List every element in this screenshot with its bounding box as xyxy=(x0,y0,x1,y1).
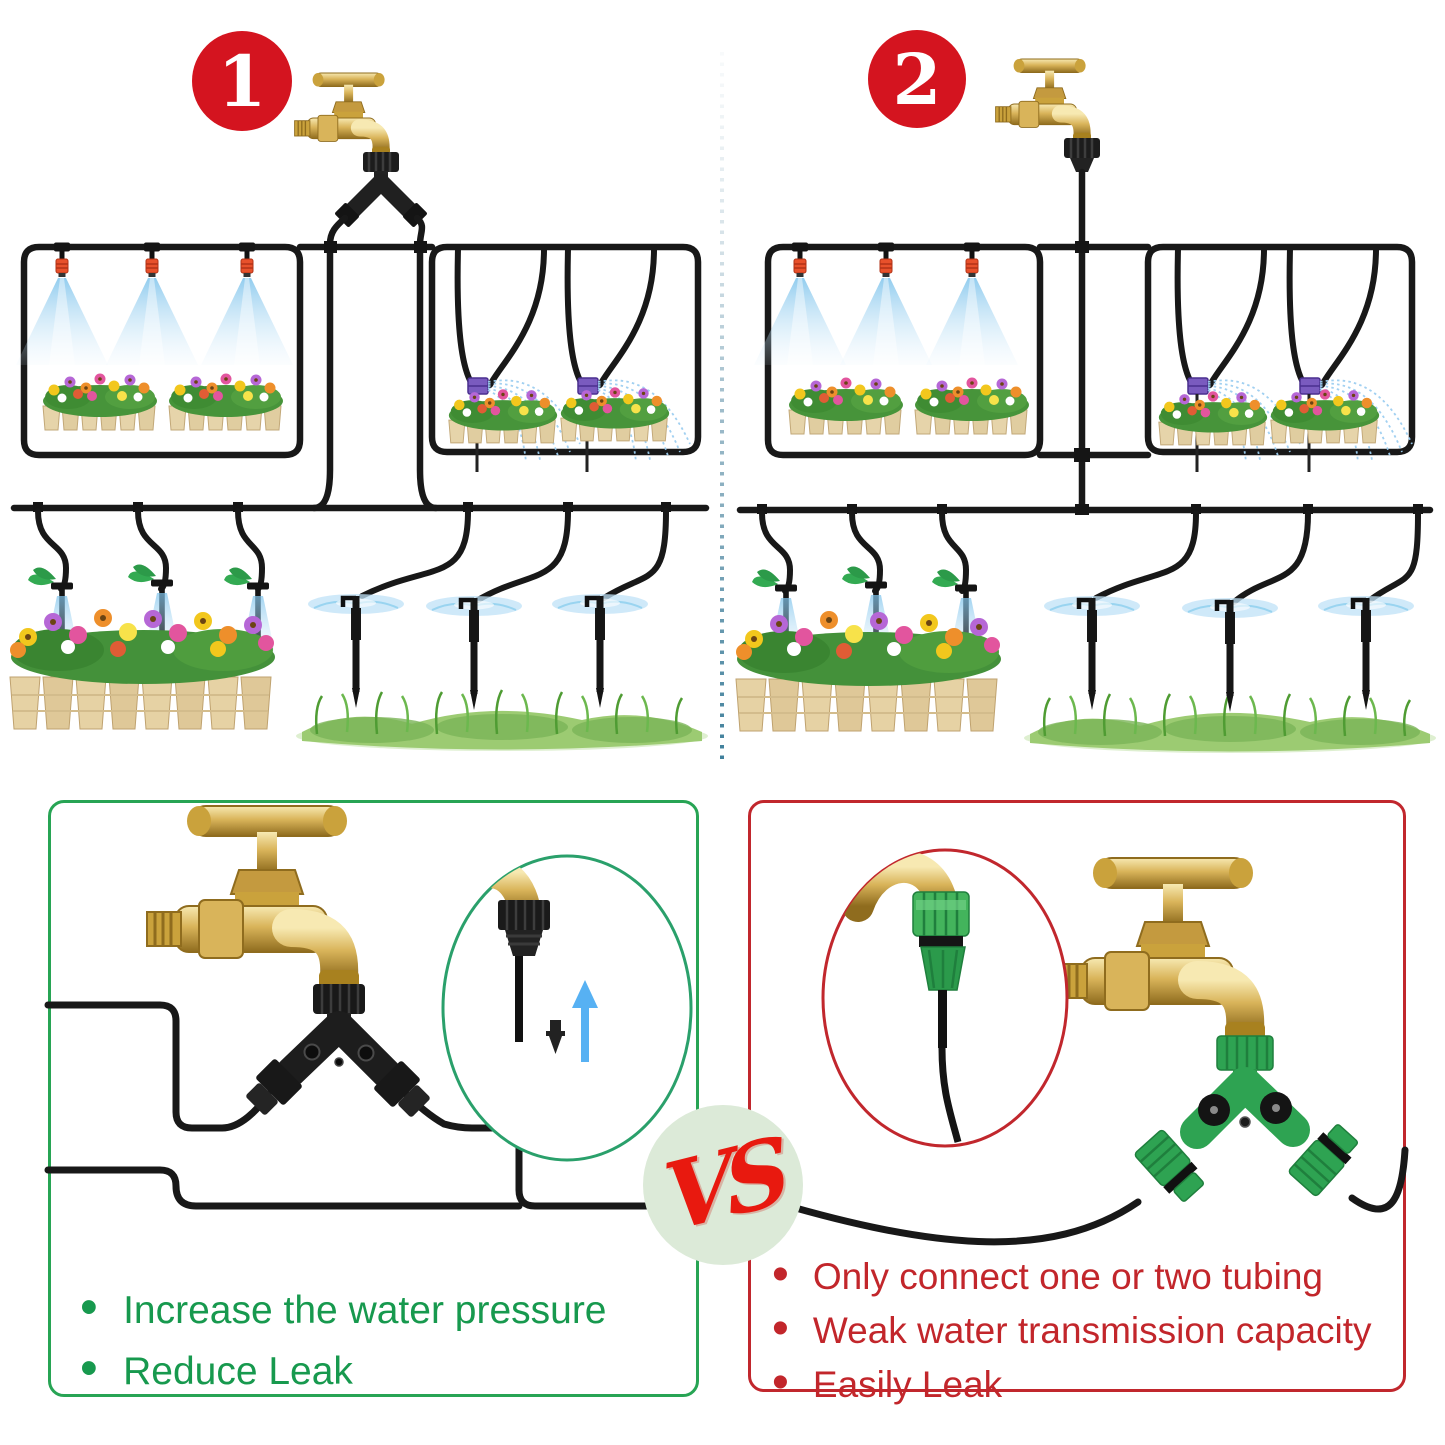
faucet-icon xyxy=(1053,858,1265,1042)
grass-stake-dripper-icon xyxy=(1182,598,1278,712)
system-2-diagram xyxy=(735,59,1438,755)
cons-item: Weak water transmission capacity xyxy=(772,1302,1372,1356)
cons-item: Easily Leak xyxy=(772,1356,1372,1410)
system-1-tubing xyxy=(10,214,710,603)
system-2-number-badge: 2 xyxy=(868,30,966,128)
green-y-splitter-icon xyxy=(1134,1035,1359,1202)
pros-item: Increase the water pressure xyxy=(80,1278,606,1339)
flower-pots-cluster xyxy=(1270,388,1380,444)
pros-bullet-list: Increase the water pressure Reduce Leak xyxy=(80,1278,607,1400)
flower-pots-cluster xyxy=(448,388,558,444)
badge-1-label: 1 xyxy=(217,39,267,123)
black-y-splitter-icon xyxy=(335,152,427,227)
faucet-icon xyxy=(996,59,1091,142)
up-arrow-icon xyxy=(572,980,598,1062)
pros-item: Reduce Leak xyxy=(80,1339,607,1400)
black-y-splitter-icon xyxy=(246,984,430,1117)
cons-detail-graphic xyxy=(744,848,1409,1246)
badge-2-label: 2 xyxy=(892,37,942,121)
vs-label: VS xyxy=(658,1116,788,1254)
flower-pots-cluster xyxy=(42,373,158,431)
pros-detail-graphic xyxy=(44,806,752,1210)
grass-stake-dripper-icon xyxy=(1044,596,1140,710)
grass-stake-dripper-icon xyxy=(1318,596,1414,710)
single-hose-adapter-icon xyxy=(1064,138,1100,172)
barb-connector-inset xyxy=(441,854,693,1162)
system-1-diagram xyxy=(9,73,710,753)
cons-bullet-list: Only connect one or two tubing Weak wate… xyxy=(772,1248,1372,1410)
grass-stake-dripper-icon xyxy=(308,594,404,708)
flower-pots-cluster xyxy=(1158,390,1268,446)
misting-nozzles-row-1 xyxy=(15,241,294,366)
flower-pots-cluster xyxy=(560,386,670,442)
green-connector-inset xyxy=(821,848,1069,1148)
flower-pots-cluster xyxy=(168,373,284,431)
system-1-number-badge: 1 xyxy=(192,31,292,131)
faucet-icon xyxy=(295,73,390,156)
misting-nozzles-row-2 xyxy=(753,241,1019,366)
flower-pots-cluster xyxy=(914,377,1030,435)
flower-pots-cluster xyxy=(788,377,904,435)
flower-pots-row xyxy=(9,608,276,730)
system-2-tubing xyxy=(736,168,1434,605)
grass-stake-dripper-icon xyxy=(552,594,648,708)
cons-item: Only connect one or two tubing xyxy=(772,1248,1372,1302)
faucet-icon xyxy=(147,806,359,990)
grass-patch xyxy=(294,688,710,753)
vs-badge: VS xyxy=(643,1105,803,1265)
